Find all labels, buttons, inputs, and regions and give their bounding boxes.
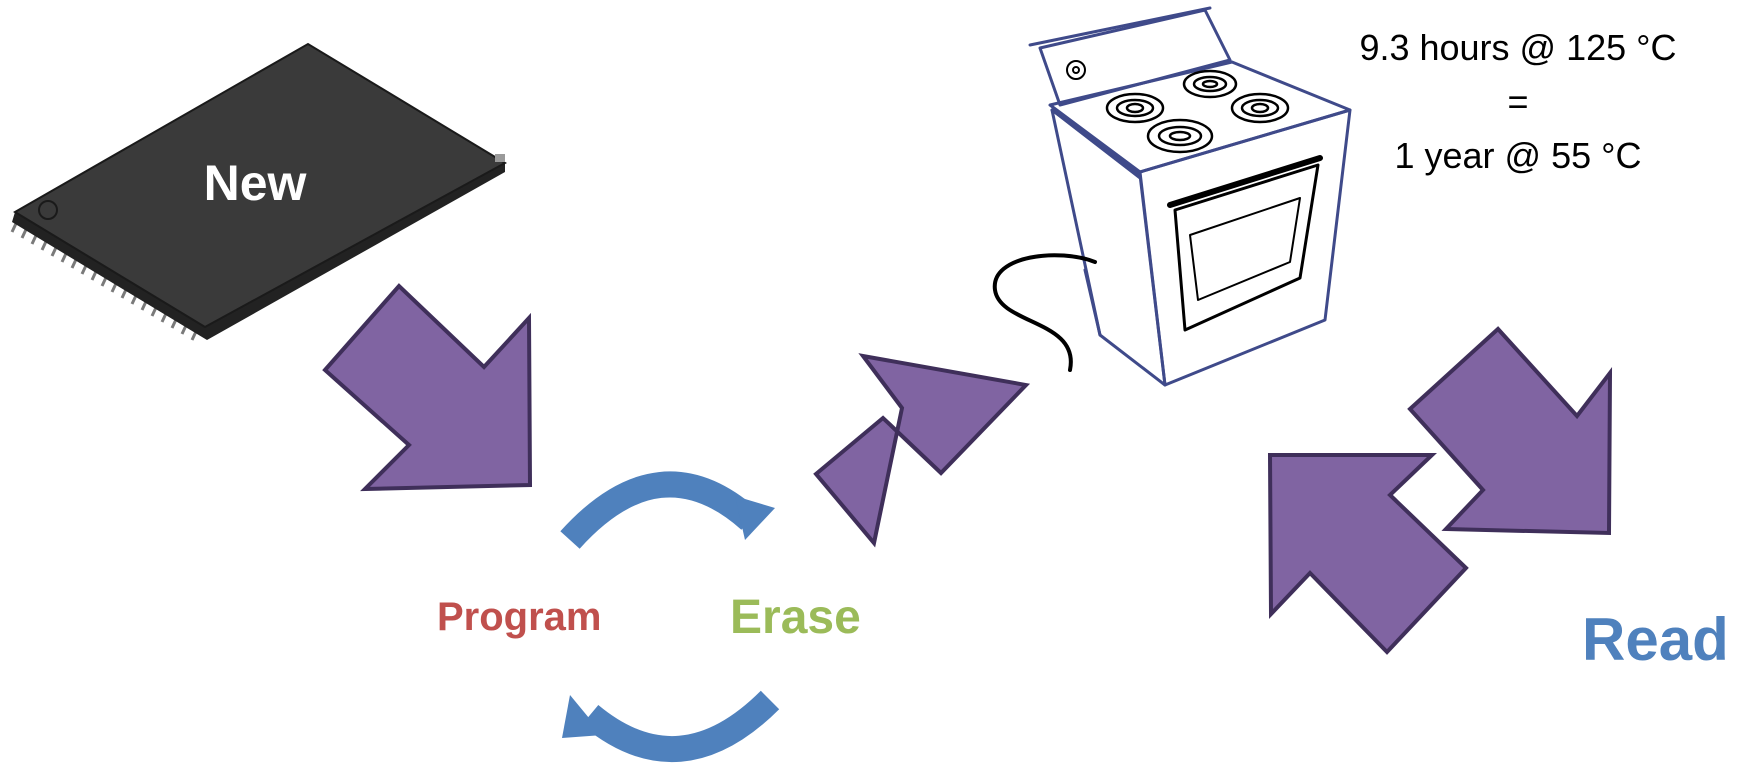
acceleration-note: 9.3 hours @ 125 °C = 1 year @ 55 °C [1359, 27, 1676, 176]
cycle-arrow-bottom [581, 690, 780, 763]
flash-memory-chip-icon: New [10, 42, 508, 341]
flow-arrow-to-cycle [322, 283, 533, 492]
flow-arrow-back-to-oven [1267, 453, 1469, 655]
flow-arrow-to-read [1407, 326, 1613, 536]
cycle-arrow-top [560, 471, 759, 549]
read-label: Read [1582, 606, 1729, 673]
cycle-arrows [560, 471, 780, 763]
new-label: New [204, 155, 307, 211]
flow-arrow-to-oven [813, 353, 1031, 548]
note-line-1: 9.3 hours @ 125 °C [1359, 27, 1676, 68]
note-line-2: = [1507, 81, 1528, 122]
note-line-3: 1 year @ 55 °C [1394, 135, 1641, 176]
program-label: Program [437, 595, 602, 639]
erase-label: Erase [730, 591, 861, 644]
oven-icon [992, 6, 1352, 387]
